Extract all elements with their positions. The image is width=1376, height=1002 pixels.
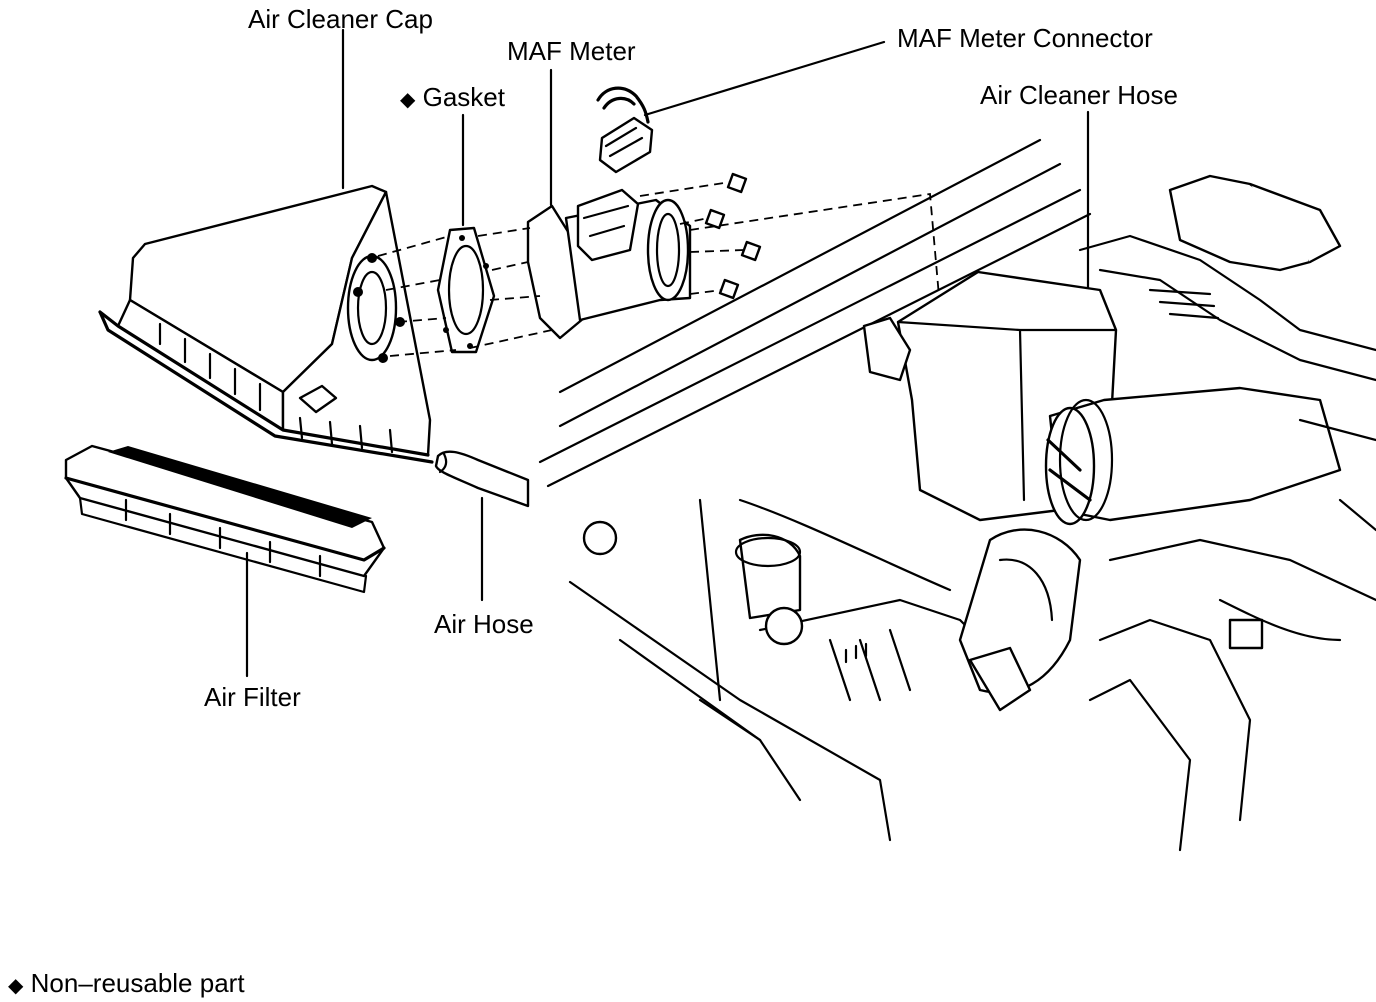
leader-maf-connector [643, 40, 886, 117]
label-air-cleaner-cap: Air Cleaner Cap [248, 4, 433, 34]
legend-marker: ◆ [8, 975, 24, 997]
air-cleaner-cap [98, 184, 434, 464]
air-filter [64, 444, 386, 594]
non-reusable-marker-gasket: ◆ [400, 89, 416, 111]
nuts [704, 172, 762, 300]
label-air-filter: Air Filter [204, 682, 301, 712]
leader-lines [245, 28, 1090, 678]
label-maf-meter: MAF Meter [507, 36, 636, 66]
maf-meter-connector [596, 86, 654, 174]
legend-text: Non–reusable part [30, 968, 245, 998]
maf-meter-outlet [646, 198, 690, 302]
engine-bay [538, 138, 1376, 852]
maf-meter [526, 188, 692, 340]
gasket-plate [436, 226, 496, 354]
air-cleaner-cap-flange [98, 310, 434, 464]
maf-meter-sensor-housing [576, 188, 640, 262]
gasket [436, 226, 496, 354]
label-gasket: ◆ Gasket [400, 84, 505, 110]
label-air-hose: Air Hose [434, 609, 534, 639]
air-filter-element [108, 446, 372, 528]
maf-connector-wire [596, 86, 650, 124]
gasket-opening [447, 244, 485, 336]
label-maf-meter-connector: MAF Meter Connector [897, 23, 1153, 53]
legend: ◆ Non–reusable part [8, 970, 245, 996]
maf-connector-plug [598, 116, 654, 174]
label-gasket-text: Gasket [422, 82, 505, 112]
air-hose [434, 450, 530, 508]
label-air-cleaner-hose: Air Cleaner Hose [980, 80, 1178, 110]
